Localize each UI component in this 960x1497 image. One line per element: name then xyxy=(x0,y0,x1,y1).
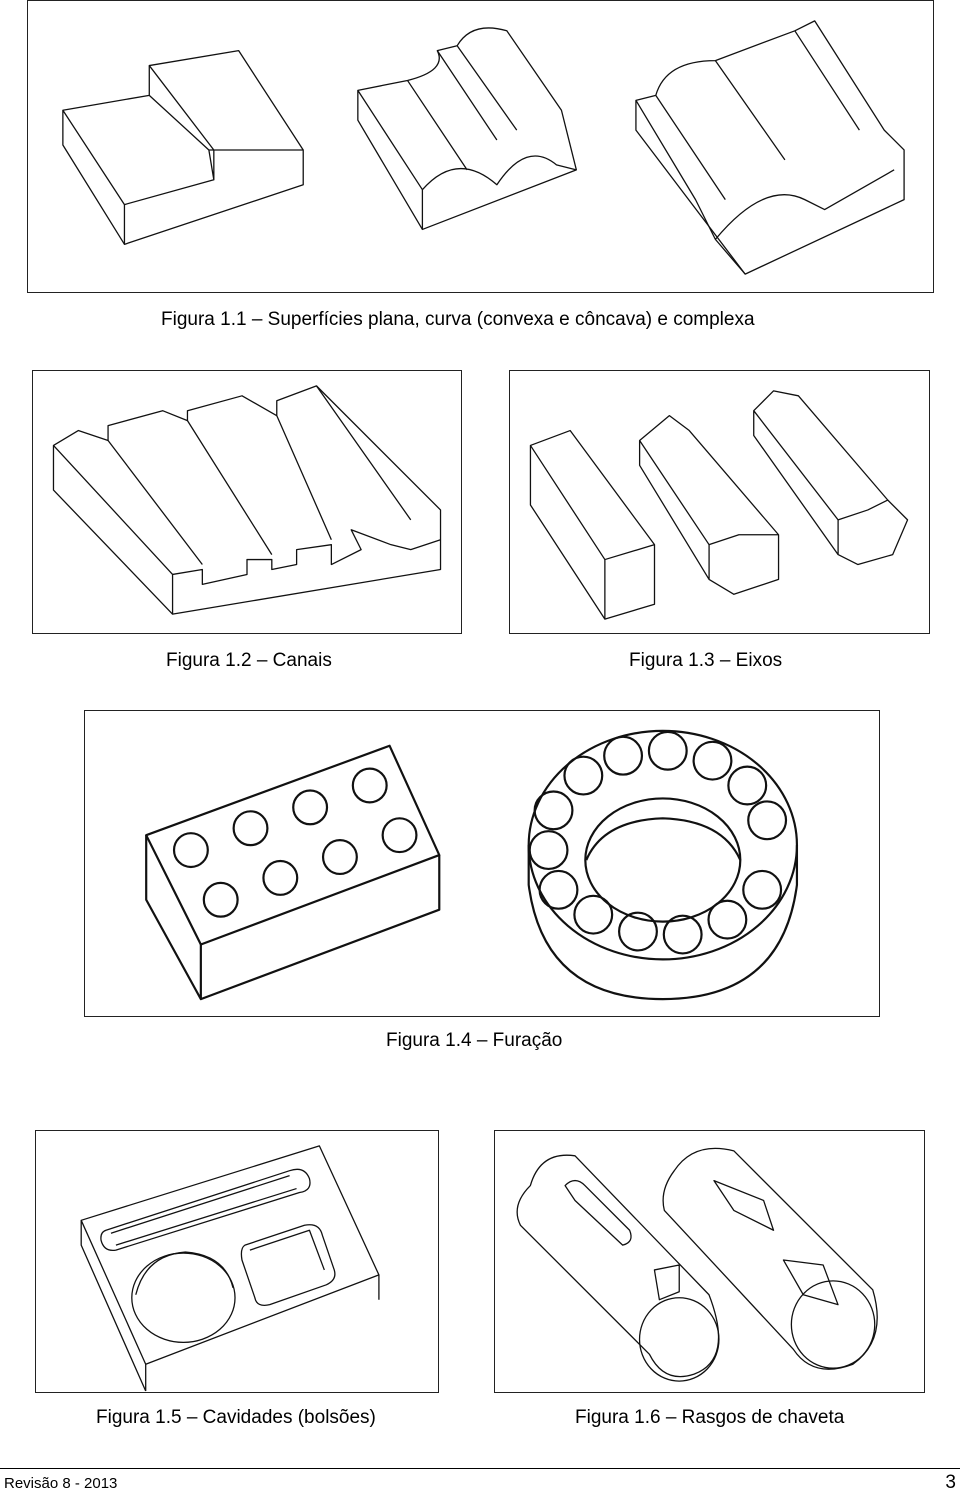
figure-1-1 xyxy=(27,0,934,293)
keyways-drawing xyxy=(516,1147,878,1382)
pockets-drawing xyxy=(80,1145,380,1392)
caption-figure-1-2: Figura 1.2 – Canais xyxy=(166,650,332,671)
figure-1-6 xyxy=(494,1130,925,1393)
page-number: 3 xyxy=(945,1472,956,1493)
figure-1-3 xyxy=(509,370,930,634)
caption-figure-1-1: Figura 1.1 – Superfícies plana, curva (c… xyxy=(161,309,755,330)
shafts-drawing xyxy=(529,390,909,620)
caption-figure-1-5: Figura 1.5 – Cavidades (bolsões) xyxy=(96,1407,376,1428)
revision-label: Revisão 8 - 2013 xyxy=(4,1475,118,1492)
figure-1-2 xyxy=(32,370,462,634)
block-surfaces-drawing xyxy=(62,20,905,275)
drilling-drawing xyxy=(145,729,799,1001)
channels-drawing xyxy=(52,385,442,615)
caption-figure-1-4: Figura 1.4 – Furação xyxy=(386,1030,563,1051)
figure-1-5 xyxy=(35,1130,439,1393)
caption-figure-1-6: Figura 1.6 – Rasgos de chaveta xyxy=(575,1407,845,1428)
figure-1-4 xyxy=(84,710,880,1017)
footer-rule xyxy=(0,1468,960,1469)
caption-figure-1-3: Figura 1.3 – Eixos xyxy=(629,650,783,671)
